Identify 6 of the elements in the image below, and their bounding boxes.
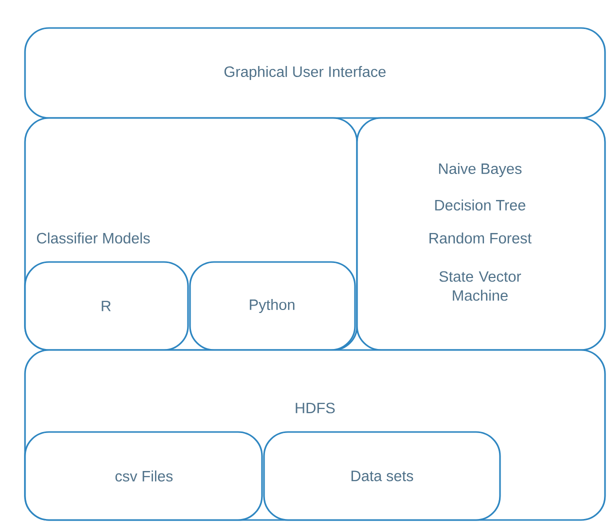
layer-box: R (24, 261, 189, 351)
layer-box: Naive Bayes Decision Tree Random Forest State Vector Machine (356, 117, 606, 351)
layer-box: csv Files (24, 431, 263, 521)
layer-box: Data sets (263, 431, 501, 521)
layer-box: Graphical User Interface (24, 27, 606, 119)
layer-box: Python (189, 261, 356, 351)
